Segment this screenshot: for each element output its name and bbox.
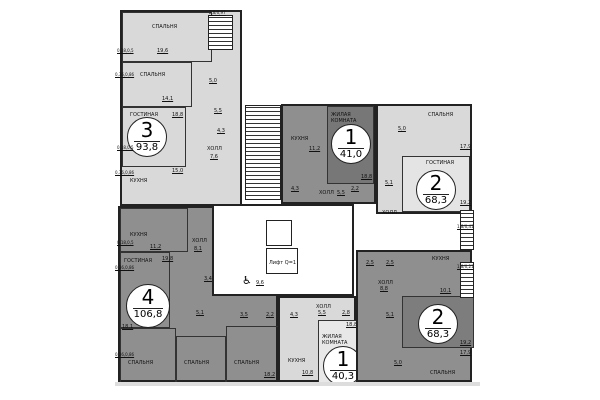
room-label: СПАЛЬНЯ [430, 370, 456, 376]
room-label: СПАЛЬНЯ [140, 72, 166, 78]
room-area: 19,6 [157, 48, 169, 54]
room-label: ГОСТИНАЯ [124, 258, 152, 264]
room-area: 5,5 [337, 190, 345, 196]
room-area: 3,4 [204, 276, 212, 282]
room-label: КУХНЯ [130, 232, 148, 238]
elevator [266, 220, 292, 246]
window-label: 0,36,0,86 [115, 170, 135, 175]
room-area: 18,8 [346, 322, 358, 328]
room-area: 18,2 [264, 372, 276, 378]
room-area: 17,9 [460, 350, 472, 356]
apartment-1-top[interactable]: ЖИЛАЯ КОМНАТА 18,8 КУХНЯ 11,2 ХОЛЛ 5,5 4… [281, 104, 376, 204]
window-label: 0,18,0,5 [117, 145, 134, 150]
room-area: 4,3 [291, 186, 299, 192]
balcony [460, 262, 474, 298]
window-label: 0,18,0,5 [117, 48, 134, 53]
window-label: 0,36,0,86 [115, 352, 135, 357]
room-area: 5,0 [394, 360, 402, 366]
room-area: 5,1 [385, 180, 393, 186]
lift-label: Лифт Q=1 [269, 260, 297, 266]
bottom-strip [115, 382, 480, 386]
room-label: СПАЛЬНЯ [152, 24, 178, 30]
room-area: 2,2 [266, 312, 274, 318]
room-area: 11,2 [150, 244, 162, 250]
room-label: КУХНЯ [288, 358, 306, 364]
room-label: ХОЛЛ [207, 146, 222, 152]
balcony-label: 1,8/0,21 [457, 264, 474, 269]
room-area: 2,5 [386, 260, 394, 266]
room-area: 3,5 [240, 312, 248, 318]
room-area: 18,8 [172, 112, 184, 118]
room-area: 19,2 [460, 340, 472, 346]
balcony-label: 2,8/0,97 [209, 10, 226, 15]
room-area: 5,1 [196, 310, 204, 316]
stairwell [245, 105, 281, 200]
common-corridor: Лифт Q=1 ♿ 9,6 [212, 204, 354, 296]
room-area: 19,2 [460, 200, 472, 206]
room-area: 10,8 [302, 370, 314, 376]
room-label: КУХНЯ [130, 178, 148, 184]
room-area: 19,8 [162, 256, 174, 262]
room-label: ГОСТИНАЯ [426, 160, 454, 166]
room-area: 2,8 [342, 310, 350, 316]
room-label: ХОЛЛ [316, 304, 331, 310]
apartment-2-bottom[interactable]: КУХНЯ 10,1 ХОЛЛ 8,8 2,5 2,5 5,1 19,2 17,… [356, 250, 474, 382]
room-area: 5,0 [398, 126, 406, 132]
room-area: 18,1 [122, 324, 134, 330]
elevator [266, 248, 298, 274]
hall-area: 9,6 [256, 280, 264, 286]
room-area: 8,1 [194, 246, 202, 252]
room-area: 18,8 [361, 174, 373, 180]
room-label: ЖИЛАЯ КОМНАТА [331, 112, 357, 124]
room-area: 10,1 [440, 288, 452, 294]
room-area: 5,5 [214, 108, 222, 114]
balcony [208, 15, 233, 50]
room-area: 14,1 [162, 96, 174, 102]
room-label: КУХНЯ [432, 256, 450, 262]
room-label: СПАЛЬНЯ [234, 360, 260, 366]
room-area: 5,1 [386, 312, 394, 318]
balcony [460, 210, 474, 250]
room-label: ХОЛЛ [382, 210, 397, 216]
room-area: 15,0 [172, 168, 184, 174]
bedroom [122, 12, 212, 62]
window-label: 0,36,0,86 [115, 72, 135, 77]
wheelchair-icon: ♿ [242, 274, 252, 287]
room-label: СПАЛЬНЯ [428, 112, 454, 118]
room-label: ХОЛЛ [378, 280, 393, 286]
room-label: КУХНЯ [291, 136, 309, 142]
room-label: ХОЛЛ [192, 238, 207, 244]
apartment-2-top[interactable]: СПАЛЬНЯ 17,9 ГОСТИНАЯ 19,2 5,0 5,1 ХОЛЛ … [376, 104, 472, 216]
window-label: 0,18,0,5 [117, 240, 134, 245]
room-area: 4,3 [217, 128, 225, 134]
balcony-label: 1,8/0,41 [457, 224, 474, 229]
room-label: ГОСТИНАЯ [130, 112, 158, 118]
room-label: ЖИЛАЯ КОМНАТА [322, 334, 348, 346]
room-label: СПАЛЬНЯ [128, 360, 154, 366]
room-label: СПАЛЬНЯ [184, 360, 210, 366]
room-area: 11,2 [309, 146, 321, 152]
living-room [122, 107, 186, 167]
room-area: 17,9 [460, 144, 472, 150]
room-area: 7,6 [210, 154, 218, 160]
apartment-1-bottom[interactable]: ХОЛЛ 5,5 2,8 4,3 18,8 ЖИЛАЯ КОМНАТА КУХН… [278, 296, 363, 386]
room-area: 4,3 [290, 312, 298, 318]
window-label: 0,36,0,86 [115, 265, 135, 270]
room-area: 8,8 [380, 286, 388, 292]
kitchen [120, 208, 188, 252]
room-area: 2,2 [351, 186, 359, 192]
room-area: 2,5 [366, 260, 374, 266]
room-label: ХОЛЛ [319, 190, 334, 196]
bedroom [122, 62, 192, 107]
room-area: 5,5 [318, 310, 326, 316]
room-area: 5,0 [209, 78, 217, 84]
